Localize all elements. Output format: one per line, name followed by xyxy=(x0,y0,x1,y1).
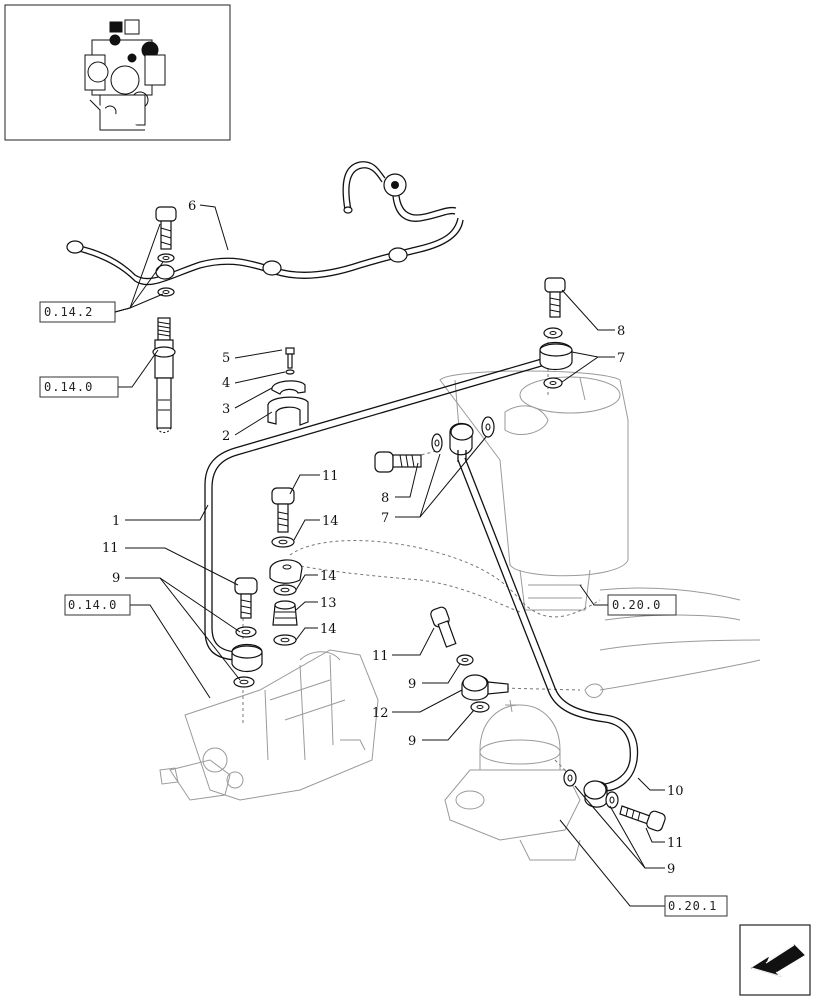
ref-box-0-14-2[interactable]: 0.14.2 xyxy=(39,301,116,323)
callout-5: 5 xyxy=(222,351,230,366)
callout-11-top: 11 xyxy=(322,469,339,484)
svg-text:0.14.0: 0.14.0 xyxy=(44,380,93,394)
feed-pump-ghost xyxy=(444,699,581,861)
ref-box-0-14-0-lower[interactable]: 0.14.0 xyxy=(64,594,131,616)
svg-text:0.14.0: 0.14.0 xyxy=(68,598,117,612)
callout-12: 12 xyxy=(372,706,389,721)
callout-6: 6 xyxy=(188,199,196,214)
callout-10: 10 xyxy=(667,784,684,799)
callout-11-right: 11 xyxy=(667,836,684,851)
ref-box-0-20-1[interactable]: 0.20.1 xyxy=(664,895,728,917)
callout-11-pump: 11 xyxy=(372,649,389,664)
clamp-assembly xyxy=(267,347,309,426)
callout-14-low: 14 xyxy=(320,622,337,637)
callout-8-mid: 8 xyxy=(381,491,389,506)
callout-9-pump-a: 9 xyxy=(408,677,416,692)
ref-box-0-14-0-upper[interactable]: 0.14.0 xyxy=(39,376,119,398)
ref-box-0-20-0[interactable]: 0.20.0 xyxy=(607,594,677,616)
fuel-filter-ghost xyxy=(439,370,761,698)
dashed-hose-routes xyxy=(242,330,601,776)
callout-14-mid: 14 xyxy=(320,569,337,584)
callout-9-right: 9 xyxy=(667,862,675,877)
leader-lines xyxy=(114,204,665,907)
callout-14-top: 14 xyxy=(322,514,339,529)
return-banjo-bolt xyxy=(155,206,177,297)
filter-inlet-fittings xyxy=(269,487,303,646)
feed-pump-fittings xyxy=(430,606,509,713)
callout-8-top: 8 xyxy=(617,324,625,339)
fuel-pipe-10 xyxy=(457,457,639,792)
injection-pump-ghost xyxy=(159,649,379,801)
svg-text:0.20.1: 0.20.1 xyxy=(668,899,717,913)
injector xyxy=(152,317,176,433)
callout-7-top: 7 xyxy=(617,351,625,366)
engine-thumbnail-icon[interactable] xyxy=(4,4,231,141)
callout-9-pump-b: 9 xyxy=(408,734,416,749)
svg-text:0.20.0: 0.20.0 xyxy=(612,598,661,612)
banjo-fitting-mid xyxy=(374,416,495,473)
callout-7-mid: 7 xyxy=(381,511,389,526)
callout-1: 1 xyxy=(112,514,120,529)
callout-11-left: 11 xyxy=(102,541,119,556)
callout-9-left: 9 xyxy=(112,571,120,586)
callout-2: 2 xyxy=(222,429,230,444)
leak-off-return-pipe xyxy=(66,161,464,286)
callout-numbers: 6 8 7 5 4 3 2 11 14 8 7 1 11 9 14 13 14 … xyxy=(102,199,684,877)
svg-text:0.14.2: 0.14.2 xyxy=(44,305,93,319)
callout-13: 13 xyxy=(320,596,337,611)
pump-banjo-fittings xyxy=(231,577,263,688)
callout-3: 3 xyxy=(222,402,230,417)
feed-pump-outlet-fittings xyxy=(563,769,666,832)
banjo-fitting-top xyxy=(539,277,573,389)
next-page-arrow-icon[interactable] xyxy=(739,924,811,996)
callout-4: 4 xyxy=(222,376,230,391)
fuel-pipe-1 xyxy=(204,357,546,661)
